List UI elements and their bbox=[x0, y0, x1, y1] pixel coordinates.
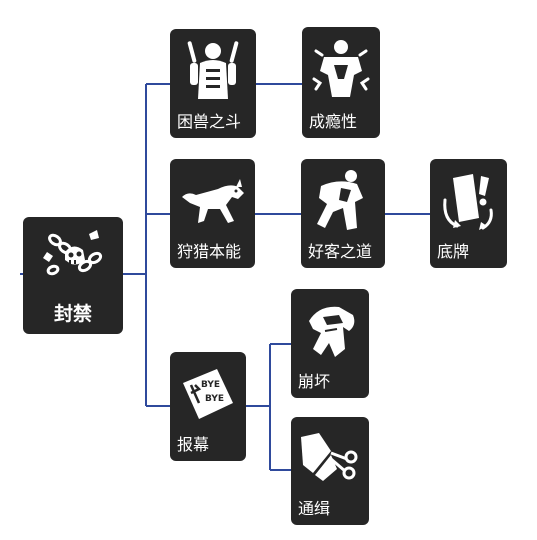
node-chengyinxing[interactable]: 成瘾性 bbox=[302, 27, 380, 138]
node-baomu[interactable]: BYE BYE 报幕 bbox=[170, 352, 246, 461]
collapsing-figure-icon bbox=[291, 295, 369, 367]
node-label: 好客之道 bbox=[308, 242, 373, 261]
node-label: 崩坏 bbox=[298, 372, 331, 391]
node-label: 底牌 bbox=[437, 242, 470, 261]
chained-arms-icon bbox=[170, 35, 256, 107]
node-label: 狩猎本能 bbox=[177, 242, 242, 261]
bye-sign-icon: BYE BYE bbox=[170, 358, 246, 430]
node-tongji[interactable]: 通缉 bbox=[291, 417, 369, 525]
cloaked-runner-icon bbox=[301, 165, 385, 237]
node-benghuai[interactable]: 崩坏 bbox=[291, 289, 369, 398]
root-node-label: 封禁 bbox=[53, 303, 92, 325]
node-dipai[interactable]: 底牌 bbox=[430, 159, 507, 268]
card-flip-icon bbox=[430, 165, 507, 237]
chains-skull-icon bbox=[23, 225, 123, 285]
svg-text:BYE: BYE bbox=[205, 394, 224, 404]
node-shoulie-benneng[interactable]: 狩猎本能 bbox=[170, 159, 255, 268]
shaking-figure-icon bbox=[302, 33, 380, 105]
running-beast-icon bbox=[170, 165, 255, 237]
node-label: 困兽之斗 bbox=[177, 112, 242, 131]
node-label: 报幕 bbox=[177, 435, 210, 454]
node-label: 成瘾性 bbox=[309, 112, 358, 131]
node-label: 通缉 bbox=[298, 499, 331, 518]
cut-poster-icon bbox=[291, 423, 369, 495]
root-node-fengjin[interactable]: 封禁 bbox=[23, 217, 123, 334]
svg-text:BYE: BYE bbox=[201, 380, 220, 390]
node-haoke-zhidao[interactable]: 好客之道 bbox=[301, 159, 385, 268]
node-kunshou-zhidou[interactable]: 困兽之斗 bbox=[170, 29, 256, 138]
